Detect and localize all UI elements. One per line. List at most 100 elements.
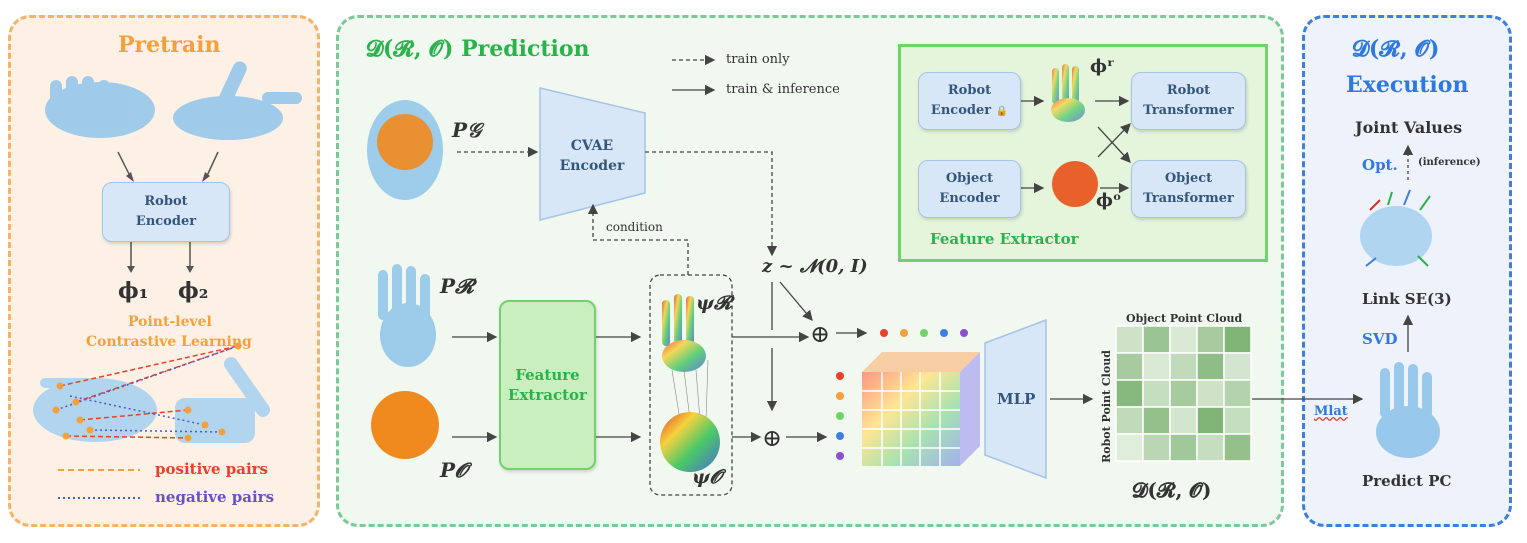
- legend-dashed-label: train only: [726, 52, 790, 67]
- mlp-label: MLP: [997, 390, 1036, 408]
- pretrain-robot-encoder-box: Robot Encoder: [102, 182, 230, 242]
- inset-robot-transformer-box: Robot Transformer: [1131, 72, 1246, 130]
- inset-caption: Feature Extractor: [930, 230, 1079, 248]
- inset-phi-r-label: ϕʳ: [1090, 56, 1115, 77]
- pretrain-hand-left-image: [45, 76, 155, 138]
- matrix-cell: [1142, 379, 1171, 408]
- psi-r-hand-image: [662, 294, 706, 372]
- matrix-cell: [1196, 379, 1225, 408]
- plus-icon-1: ⊕: [810, 320, 831, 348]
- inset-object-transformer-line1: Object: [1164, 171, 1213, 186]
- execution-title-line1: 𝓓(𝓡, 𝓞): [1352, 36, 1440, 62]
- feature-extractor-line2: Extractor: [508, 386, 587, 404]
- opt-label: Opt.: [1362, 156, 1398, 174]
- matrix-cell: [1223, 325, 1252, 354]
- distance-matrix: [1115, 325, 1252, 462]
- inset-object-encoder-line1: Object: [945, 171, 994, 186]
- inset-robot-encoder-line1: Robot: [947, 82, 992, 98]
- pretrain-hand-right-image: [173, 61, 302, 140]
- execution-panel: [1302, 15, 1512, 527]
- matrix-cell: [1115, 433, 1144, 462]
- phi1-label: ϕ₁: [118, 278, 149, 304]
- pretrain-robot-encoder-line1: Robot: [144, 194, 188, 209]
- inset-object-transformer-line2: Transformer: [1143, 191, 1234, 206]
- matrix-cell: [1223, 379, 1252, 408]
- psi-box: [649, 274, 733, 496]
- mlat-label: Mlat: [1314, 404, 1348, 419]
- feature-extractor-box: Feature Extractor: [499, 300, 596, 470]
- joint-values-label: Joint Values: [1355, 118, 1463, 137]
- phi2-label: ϕ₂: [178, 278, 209, 304]
- cvae-encoder-label: CVAE Encoder: [552, 136, 632, 176]
- cvae-line1: CVAE: [570, 138, 614, 154]
- inset-object-transformer-box: Object Transformer: [1131, 160, 1246, 218]
- matrix-cell: [1115, 379, 1144, 408]
- legend-negative-label: negative pairs: [155, 488, 275, 506]
- exec-hand-se3-image: [1360, 189, 1432, 267]
- z-distribution-label: z ~ 𝓝(0, I): [762, 256, 868, 277]
- matrix-cell: [1223, 433, 1252, 462]
- lock-icon: 🔒: [995, 105, 1009, 117]
- plus-icon-2: ⊕: [762, 424, 783, 452]
- inset-robot-encoder-box: Robot Encoder 🔒: [918, 72, 1021, 130]
- po-object-image: [371, 391, 439, 459]
- matrix-cell: [1142, 406, 1171, 435]
- inference-label: (inference): [1418, 157, 1481, 168]
- cube-side-dots: [836, 372, 844, 460]
- mlp-shape: [984, 318, 1047, 480]
- inset-robot-encoder-line2: Encoder 🔒: [930, 102, 1009, 118]
- pretrain-robot-encoder-line2: Encoder: [135, 214, 197, 229]
- execution-title-line2: Execution: [1346, 72, 1469, 98]
- exec-predict-pc-image: [1376, 362, 1440, 458]
- psi-r-label: ψ𝓡: [696, 292, 732, 314]
- cvae-line2: Encoder: [559, 158, 625, 174]
- psi-o-label: ψ𝓞: [692, 466, 722, 488]
- cube-top-dots: [880, 329, 968, 337]
- matrix-cell: [1142, 433, 1171, 462]
- matrix-cell: [1196, 433, 1225, 462]
- inset-object-encoder-box: Object Encoder: [918, 160, 1021, 218]
- matrix-cell: [1115, 406, 1144, 435]
- feature-extractor-line1: Feature: [515, 366, 580, 384]
- cvae-encoder-shape: [539, 87, 646, 221]
- matrix-cell: [1115, 352, 1144, 381]
- legend-solid-label: train & inference: [726, 82, 840, 97]
- contrastive-line2: Contrastive Learning: [86, 334, 252, 350]
- matrix-cell: [1142, 352, 1171, 381]
- inset-robot-transformer-line2: Transformer: [1143, 103, 1234, 118]
- matrix-cell: [1223, 352, 1252, 381]
- legend-positive-label: positive pairs: [155, 460, 268, 478]
- psi-o-object-image: [660, 412, 720, 472]
- matrix-cell: [1142, 325, 1171, 354]
- negative-pair-lines: [55, 345, 239, 433]
- prediction-title: 𝓓(𝓡, 𝓞) Prediction: [366, 36, 590, 62]
- link-se3-label: Link SE(3): [1362, 290, 1452, 308]
- pg-label: P𝒢: [452, 118, 482, 142]
- matrix-side-label: Robot Point Cloud: [1099, 350, 1113, 463]
- matrix-cell: [1169, 433, 1198, 462]
- matrix-cell: [1169, 379, 1198, 408]
- inset-phi-o-label: ϕᵒ: [1096, 190, 1122, 211]
- matrix-cell: [1223, 406, 1252, 435]
- pg-hand-image: [367, 100, 443, 200]
- matrix-top-label: Object Point Cloud: [1126, 312, 1243, 325]
- inset-robot-transformer-line1: Robot: [1166, 83, 1211, 98]
- matrix-cell: [1169, 352, 1198, 381]
- matrix-cell: [1169, 325, 1198, 354]
- inset-apple-image: [1052, 161, 1098, 207]
- inset-object-encoder-line2: Encoder: [939, 191, 1000, 206]
- predict-pc-label: Predict PC: [1362, 472, 1452, 490]
- inset-hand-image: [1051, 64, 1085, 122]
- pr-hand-image: [378, 264, 436, 367]
- po-label: P𝓞: [440, 458, 468, 482]
- matrix-cell: [1169, 406, 1198, 435]
- matrix-caption: 𝓓(𝓡, 𝓞): [1132, 478, 1212, 502]
- contrastive-line1: Point-level: [128, 314, 212, 330]
- matrix-cell: [1196, 406, 1225, 435]
- positive-pair-lines: [59, 345, 239, 439]
- contrast-points: [52, 342, 242, 442]
- matrix-cell: [1115, 325, 1144, 354]
- matrix-cell: [1196, 325, 1225, 354]
